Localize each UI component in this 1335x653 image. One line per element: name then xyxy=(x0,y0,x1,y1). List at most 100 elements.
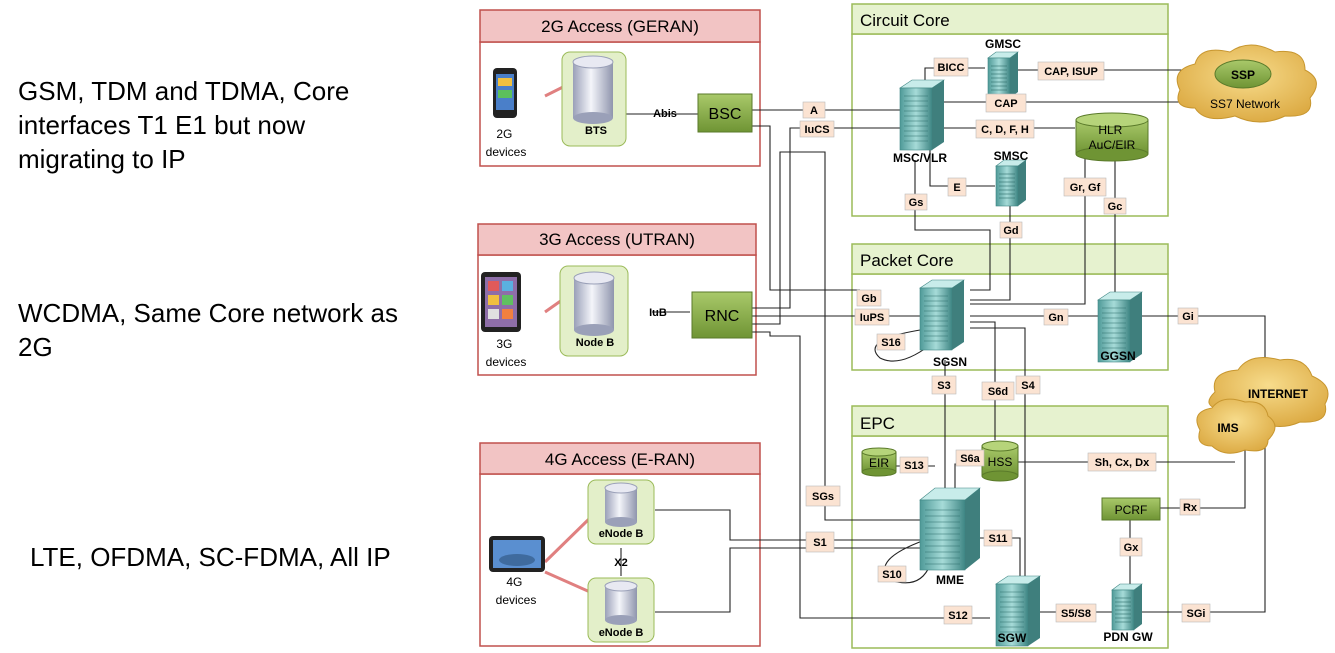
svg-text:Gc: Gc xyxy=(1108,201,1123,213)
abis-label: Abis xyxy=(653,108,677,120)
smsc-label: SMSC xyxy=(994,149,1029,163)
access-2g-title: 2G Access (GERAN) xyxy=(541,17,699,36)
svg-text:Gn: Gn xyxy=(1048,312,1064,324)
bsc-node: BSC xyxy=(697,93,753,133)
iface-s4: S4 xyxy=(1015,375,1041,395)
sgw-node: SGW xyxy=(995,575,1041,647)
iface-e: E xyxy=(947,177,967,197)
svg-text:CAP, ISUP: CAP, ISUP xyxy=(1044,66,1098,78)
iface-cap-isup: CAP, ISUP xyxy=(1037,61,1105,81)
svg-text:SGi: SGi xyxy=(1187,608,1206,620)
side-note-4g: LTE, OFDMA, SC-FDMA, All IP xyxy=(30,542,391,572)
pcrf-node: PCRF xyxy=(1101,497,1161,521)
svg-text:S5/S8: S5/S8 xyxy=(1061,608,1091,620)
svg-text:S6a: S6a xyxy=(960,453,980,465)
gmsc-label: GMSC xyxy=(985,37,1021,51)
bts-label: BTS xyxy=(585,125,607,137)
iface-a: A xyxy=(802,101,826,119)
svg-text:Gi: Gi xyxy=(1182,311,1194,323)
ggsn-label: GGSN xyxy=(1100,349,1135,363)
iface-gi: Gi xyxy=(1177,307,1199,325)
access-3g-title: 3G Access (UTRAN) xyxy=(539,230,695,249)
iface-s3: S3 xyxy=(931,375,957,395)
rnc-label: RNC xyxy=(705,308,740,325)
sgw-label: SGW xyxy=(998,631,1027,645)
tablet-4g-icon xyxy=(489,536,545,572)
svg-text:S1: S1 xyxy=(813,537,826,549)
svg-text:Sh, Cx, Dx: Sh, Cx, Dx xyxy=(1095,457,1150,469)
nodeb-label: Node B xyxy=(576,337,615,349)
svg-text:S11: S11 xyxy=(989,533,1008,545)
iface-s10: S10 xyxy=(877,565,907,583)
enodeb-2-label: eNode B xyxy=(599,627,644,639)
gmsc-node: GMSC xyxy=(985,37,1021,99)
ssp-label: SSP xyxy=(1231,68,1255,82)
iface-s16: S16 xyxy=(876,333,906,351)
iub-label: IuB xyxy=(649,307,667,319)
iface-gd: Gd xyxy=(999,221,1023,239)
iface-s5s8: S5/S8 xyxy=(1055,603,1097,623)
devices-3g-label: 3G devices xyxy=(486,337,527,369)
iface-bicc: BICC xyxy=(933,57,969,77)
mme-node: MME xyxy=(919,487,981,587)
svg-text:S13: S13 xyxy=(904,460,924,472)
hss-label: HSS xyxy=(988,455,1013,469)
hlr-label: HLR AuC/EIR xyxy=(1089,123,1136,152)
circuit-core-title: Circuit Core xyxy=(860,11,950,30)
svg-text:S6d: S6d xyxy=(988,386,1008,398)
svg-text:S12: S12 xyxy=(948,610,968,622)
msc-vlr-node: MSC/VLR xyxy=(893,79,947,165)
devices-4g-label: 4G devices xyxy=(496,575,537,607)
svg-text:SGs: SGs xyxy=(812,491,834,503)
svg-text:S3: S3 xyxy=(937,380,950,392)
ss7-cloud: SSP SS7 Network xyxy=(1176,44,1317,123)
access-4g-title: 4G Access (E-RAN) xyxy=(545,450,695,469)
iface-s13: S13 xyxy=(899,456,929,474)
ims-label: IMS xyxy=(1217,421,1238,435)
iface-s1: S1 xyxy=(805,531,835,553)
iface-sgi: SGi xyxy=(1181,603,1211,623)
svg-text:IuPS: IuPS xyxy=(860,312,884,324)
bsc-label: BSC xyxy=(709,106,742,123)
tablet-3g-icon xyxy=(481,272,521,332)
eir-label: EIR xyxy=(869,456,889,470)
ims-cloud: IMS xyxy=(1196,398,1276,454)
svg-text:S16: S16 xyxy=(881,337,901,349)
iface-gb: Gb xyxy=(856,289,882,307)
internet-label: INTERNET xyxy=(1248,387,1309,401)
svg-text:C, D, F, H: C, D, F, H xyxy=(981,124,1029,136)
svg-text:Gb: Gb xyxy=(861,293,877,305)
iface-s6d: S6d xyxy=(981,381,1015,401)
enodeb-1-label: eNode B xyxy=(599,528,644,540)
ss7-network-label: SS7 Network xyxy=(1210,97,1281,111)
ggsn-node: GGSN xyxy=(1097,291,1143,363)
iface-grgf: Gr, Gf xyxy=(1063,177,1107,197)
svg-text:A: A xyxy=(810,105,818,117)
pcrf-label: PCRF xyxy=(1115,503,1148,517)
iface-iups: IuPS xyxy=(854,308,890,326)
smsc-node: SMSC xyxy=(994,149,1029,207)
svg-text:Gr, Gf: Gr, Gf xyxy=(1070,182,1101,194)
svg-text:Gd: Gd xyxy=(1003,225,1018,237)
msc-vlr-label: MSC/VLR xyxy=(893,151,947,165)
pdn-gw-node: PDN GW xyxy=(1103,583,1153,644)
iface-cdfh: C, D, F, H xyxy=(975,119,1035,139)
iface-gn: Gn xyxy=(1043,308,1069,326)
devices-2g-label: 2G devices xyxy=(486,127,527,159)
iface-iucs: IuCS xyxy=(799,120,835,138)
iface-s6a: S6a xyxy=(955,449,985,467)
iface-gc: Gc xyxy=(1103,197,1127,215)
iface-gx: Gx xyxy=(1119,537,1143,557)
side-note-2g: GSM, TDM and TDMA, Core interfaces T1 E1… xyxy=(18,76,357,174)
svg-text:S10: S10 xyxy=(882,569,902,581)
sgsn-node: SGSN xyxy=(919,279,967,369)
hlr-node: HLR AuC/EIR xyxy=(1075,112,1149,162)
eir-node: EIR xyxy=(861,447,897,477)
svg-text:S4: S4 xyxy=(1021,380,1035,392)
iface-shcxdx: Sh, Cx, Dx xyxy=(1087,452,1157,472)
iface-cap: CAP xyxy=(985,93,1027,113)
side-note-3g: WCDMA, Same Core network as 2G xyxy=(18,298,405,362)
bts-node: BTS xyxy=(561,51,627,147)
enodeb-2-node: eNode B xyxy=(587,577,655,643)
